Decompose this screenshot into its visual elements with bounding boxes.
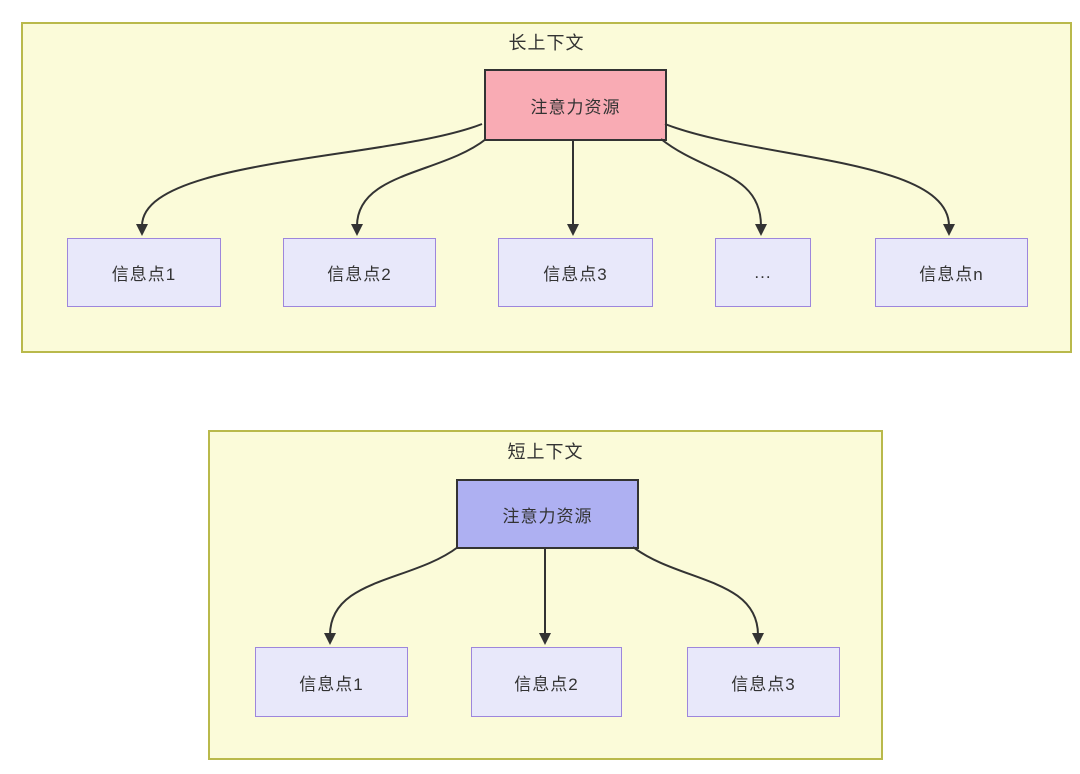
short-info-node-3: 信息点3 (687, 647, 840, 717)
long-info-node-3: 信息点3 (498, 238, 653, 307)
long-attention-source-label: 注意力资源 (530, 97, 621, 117)
long-info-node-2-label: 信息点2 (327, 265, 392, 284)
long-context-title: 长上下文 (508, 33, 585, 53)
long-info-node-2: 信息点2 (283, 238, 436, 307)
long-info-node-ellipsis-label: ... (754, 262, 772, 282)
long-context-panel: 长上下文 注意力资源 信息点1 信息点2 信息点3 ... 信息点n (21, 22, 1072, 353)
short-info-node-2-label: 信息点2 (514, 674, 579, 694)
long-info-node-n: 信息点n (875, 238, 1028, 307)
short-info-node-3-label: 信息点3 (731, 674, 796, 694)
short-info-node-1: 信息点1 (255, 647, 408, 717)
long-info-node-n-label: 信息点n (919, 265, 984, 284)
long-info-node-ellipsis: ... (715, 238, 811, 307)
short-info-node-2: 信息点2 (471, 647, 622, 717)
long-info-node-1-label: 信息点1 (111, 265, 177, 284)
short-context-panel: 短上下文 注意力资源 信息点1 信息点2 信息点3 (208, 430, 883, 760)
long-info-node-3-label: 信息点3 (543, 265, 608, 284)
short-attention-source-label: 注意力资源 (502, 506, 593, 526)
long-attention-source-node: 注意力资源 (484, 69, 667, 141)
long-info-node-1: 信息点1 (67, 238, 221, 307)
short-attention-source-node: 注意力资源 (456, 479, 639, 549)
short-info-node-1-label: 信息点1 (299, 674, 364, 694)
short-context-title: 短上下文 (507, 442, 584, 462)
